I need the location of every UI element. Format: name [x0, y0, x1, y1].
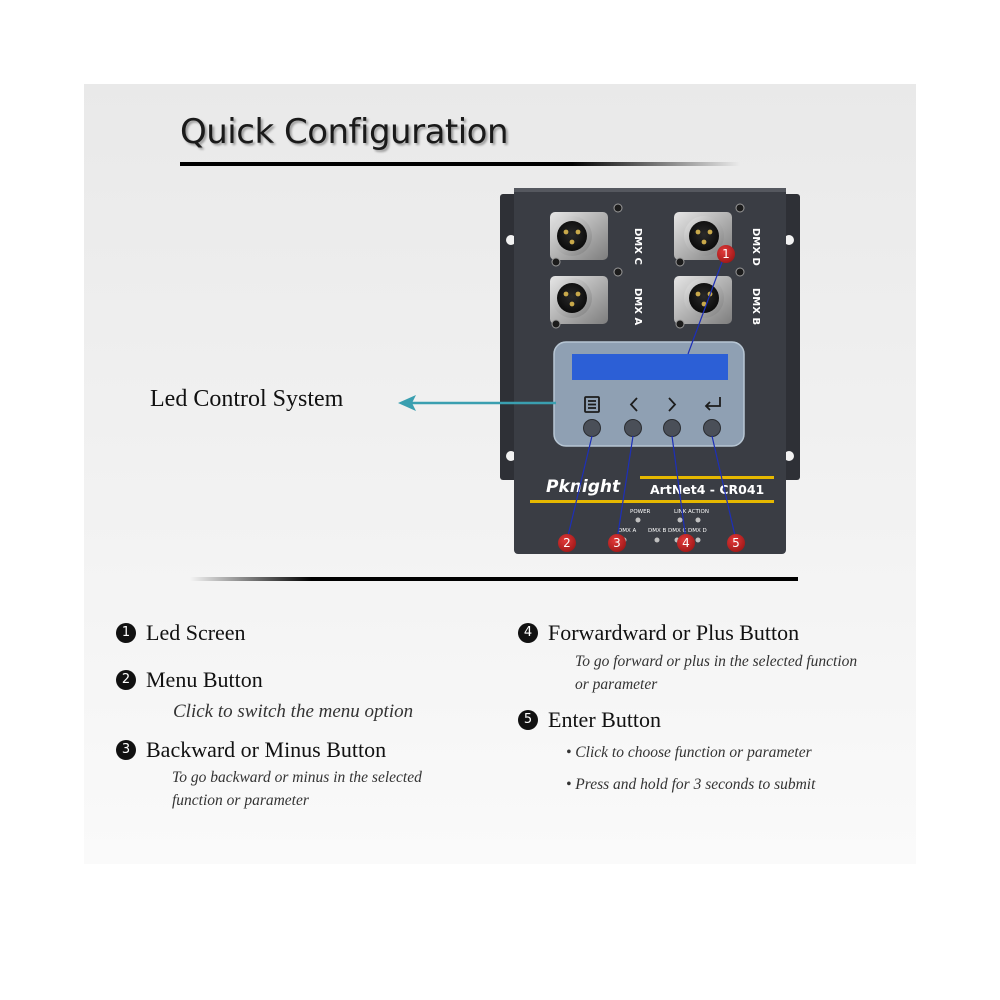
model-name: ArtNet4 - CR041 [650, 482, 764, 497]
xlr-port-dmx-b [674, 267, 745, 329]
callout-3: 3 [608, 534, 626, 552]
port-label-dmx-a: DMX A [632, 288, 643, 325]
xlr-port-dmx-a [550, 267, 623, 329]
trim-line [530, 500, 774, 503]
port-label-dmx-c: DMX C [632, 228, 643, 265]
menu-button [583, 419, 601, 437]
xlr-port-dmx-c [550, 203, 623, 267]
legend-title-5: Enter Button [548, 707, 662, 732]
port-label-dmx-b: DMX B [750, 288, 761, 325]
indicator-dmx-d-label: DMX D [688, 528, 707, 534]
legend-title-1: Led Screen [146, 620, 246, 645]
callout-4: 4 [677, 534, 695, 552]
legend-number-1: 1 [116, 623, 136, 644]
lcd-screen [572, 354, 728, 380]
legend-desc-3: To go backward or minus in the selected … [172, 769, 422, 809]
section-divider [190, 577, 798, 581]
led-control-system-label: Led Control System [150, 386, 344, 412]
callout-5: 5 [727, 534, 745, 552]
indicator-dmx-a-label: DMX A [618, 528, 636, 534]
legend-number-2: 2 [116, 670, 136, 691]
indicator-link-label: LINK [674, 509, 687, 515]
legend-desc-2: Click to switch the menu option [173, 701, 414, 722]
enter-button [703, 419, 721, 437]
xlr-port-dmx-d [674, 203, 745, 267]
legend-item-3: 3 Backward or Minus Button [116, 737, 386, 763]
legend-title-2: Menu Button [146, 667, 263, 692]
controller-device: DMX C DMX D DMX A DMX B Pknight ArtNet4 … [500, 188, 800, 554]
legend-number-5: 5 [518, 710, 538, 731]
legend-desc-5: • Click to choose function or parameter … [566, 744, 816, 793]
legend-title-4: Forwardward or Plus Button [548, 620, 800, 645]
legend-item-1: 1 Led Screen [116, 620, 246, 646]
pointer-arrow-icon [398, 395, 556, 411]
indicator-dmx-c-label: DMX C [668, 528, 686, 534]
legend-item-5: 5 Enter Button [518, 707, 661, 733]
indicator-dmx-b-label: DMX B [648, 528, 666, 534]
backward-button [624, 419, 642, 437]
legend-title-3: Backward or Minus Button [146, 737, 387, 762]
legend-number-4: 4 [518, 623, 538, 644]
legend-item-2: 2 Menu Button [116, 667, 263, 693]
brand-logo: Pknight [546, 477, 621, 497]
callout-2: 2 [558, 534, 576, 552]
forward-button [663, 419, 681, 437]
legend-desc-4: To go forward or plus in the selected fu… [575, 653, 858, 693]
callout-1: 1 [717, 245, 735, 263]
page-title: Quick Configuration [180, 112, 509, 152]
port-label-dmx-d: DMX D [750, 228, 761, 266]
indicator-action-label: ACTION [688, 509, 709, 515]
title-divider [180, 162, 740, 166]
legend-number-3: 3 [116, 740, 136, 761]
indicator-power-label: POWER [630, 509, 651, 515]
legend-item-4: 4 Forwardward or Plus Button [518, 620, 799, 646]
